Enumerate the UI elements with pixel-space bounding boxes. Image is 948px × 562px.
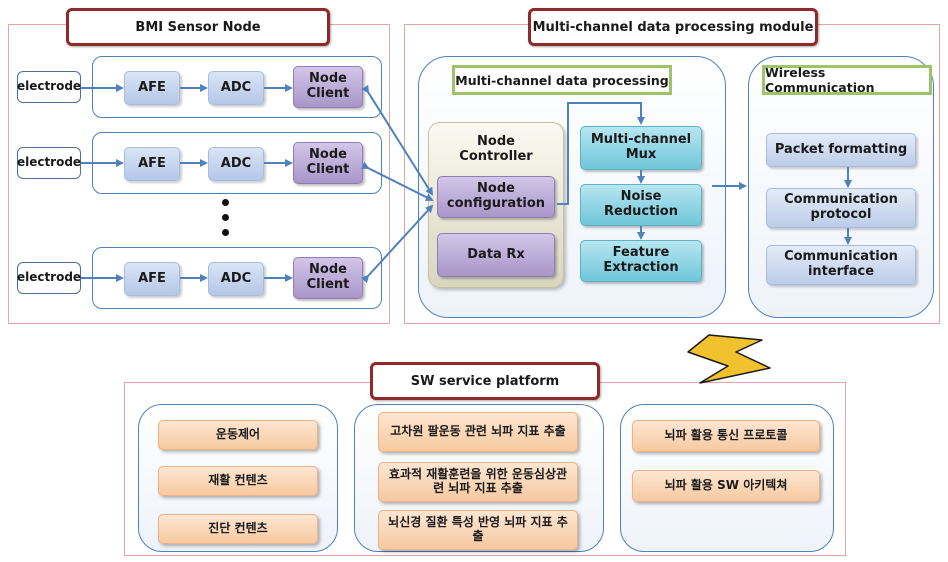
sw-item-motion-control: 운동제어 — [158, 420, 318, 450]
data-processing-title: Multi-channel data processing — [452, 65, 672, 95]
adc-3: ADC — [208, 262, 264, 296]
node-configuration: Node configuration — [437, 176, 555, 218]
wireless-communication-title: Wireless Communication — [762, 65, 932, 95]
adc-2: ADC — [208, 147, 264, 181]
ellipsis-dot-3 — [222, 229, 229, 236]
sw-item-rehab-contents: 재활 컨텐츠 — [158, 466, 318, 496]
ellipsis-dot-1 — [222, 199, 229, 206]
adc-1: ADC — [208, 71, 264, 105]
electrode-2: electrode — [17, 147, 81, 179]
afe-2: AFE — [124, 147, 180, 181]
data-rx: Data Rx — [437, 233, 555, 277]
afe-1: AFE — [124, 71, 180, 105]
node-controller-title: Node Controller — [459, 134, 533, 164]
electrode-1: electrode — [17, 71, 81, 103]
sw-item-eeg-sw-architecture: 뇌파 활용 SW 아키텍쳐 — [632, 470, 820, 502]
processing-module-title: Multi-channel data processing module — [528, 8, 818, 46]
multi-channel-mux: Multi-channel Mux — [580, 126, 702, 170]
afe-3: AFE — [124, 262, 180, 296]
sw-item-neuro-disease-index: 뇌신경 질환 특성 반영 뇌파 지표 추출 — [378, 510, 578, 550]
electrode-3: electrode — [17, 262, 81, 294]
feature-extraction: Feature Extraction — [580, 240, 702, 282]
sw-item-arm-eeg-index: 고차원 팔운동 관련 뇌파 지표 추출 — [378, 412, 578, 452]
sw-platform-title: SW service platform — [370, 362, 600, 400]
node-client-1: Node Client — [293, 66, 363, 108]
packet-formatting: Packet formatting — [766, 133, 916, 167]
communication-protocol: Communication protocol — [766, 188, 916, 228]
bmi-sensor-node-title: BMI Sensor Node — [66, 8, 330, 46]
sw-item-eeg-protocol: 뇌파 활용 통신 프로토콜 — [632, 420, 820, 452]
wireless-lightning-icon — [687, 334, 771, 384]
noise-reduction: Noise Reduction — [580, 184, 702, 226]
sw-item-diagnosis-contents: 진단 컨텐츠 — [158, 514, 318, 544]
ellipsis-dot-2 — [222, 214, 229, 221]
node-client-3: Node Client — [293, 257, 363, 299]
communication-interface: Communication interface — [766, 245, 916, 285]
sw-item-motor-imagery-index: 효과적 재활훈련을 위한 운동심상관련 뇌파 지표 추출 — [378, 462, 578, 502]
node-client-2: Node Client — [293, 142, 363, 184]
